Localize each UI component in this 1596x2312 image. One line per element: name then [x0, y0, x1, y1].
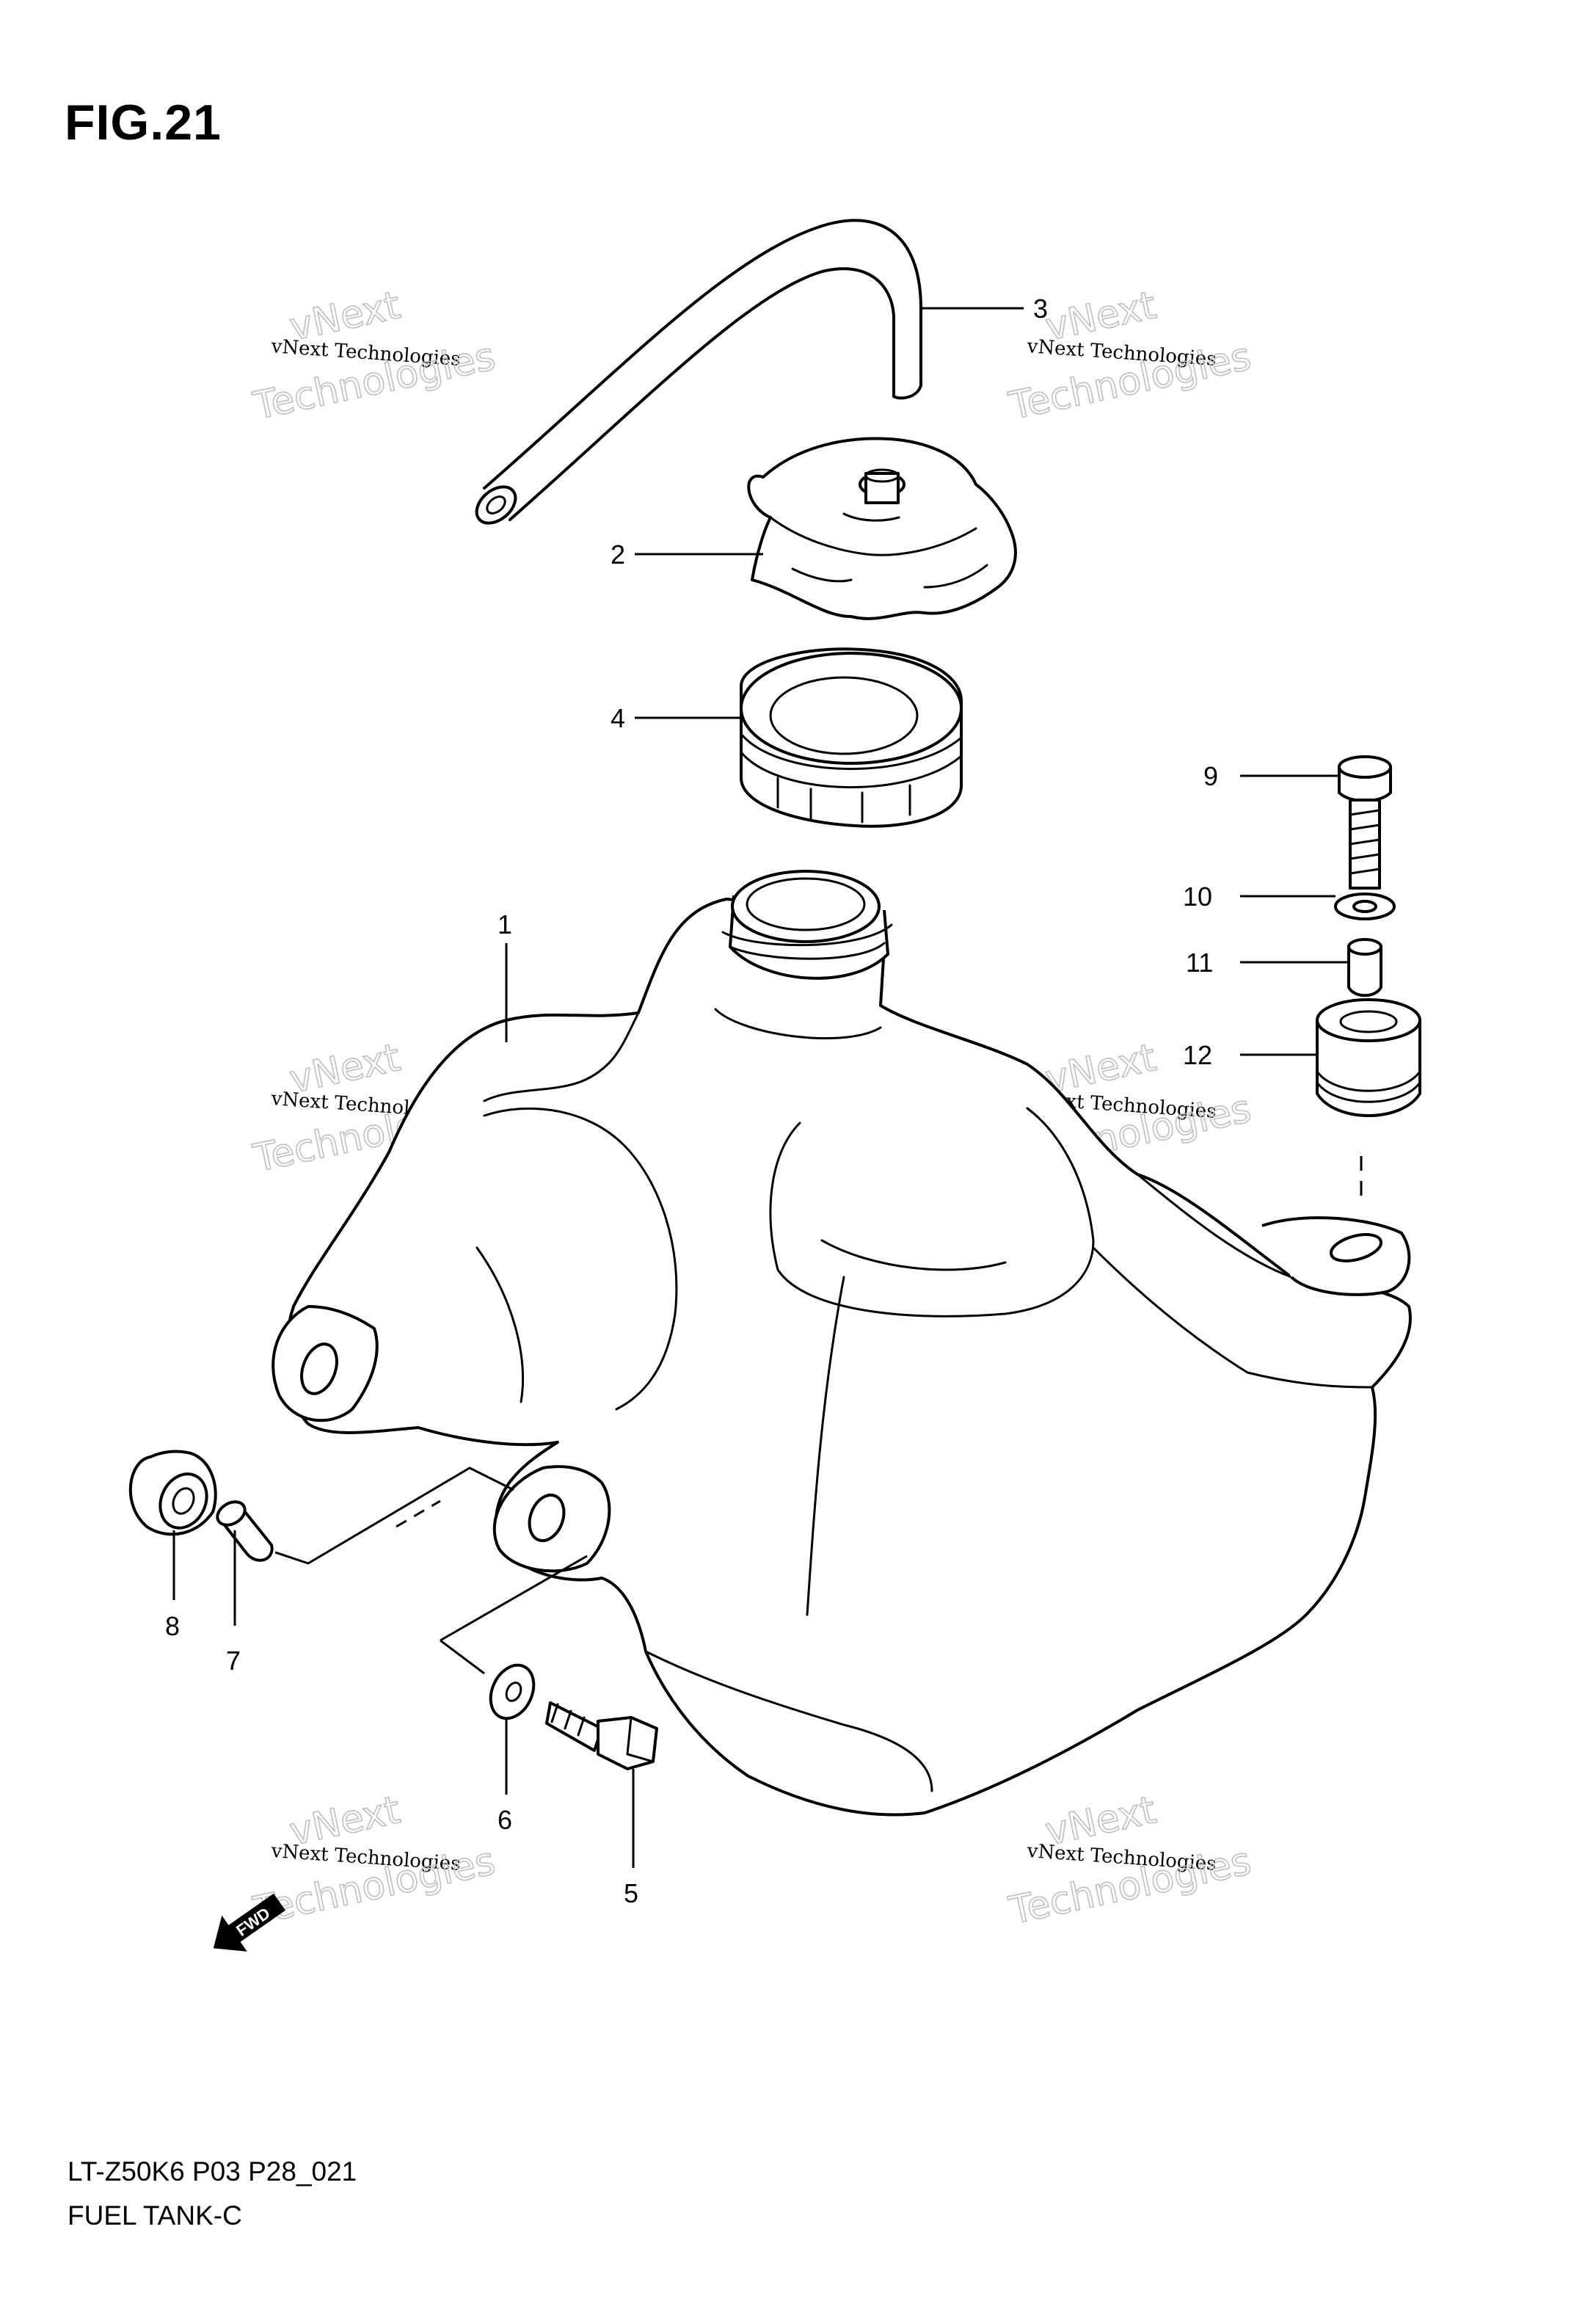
grommet-lower-drawing [128, 1450, 217, 1536]
figure-title: FIG.21 [65, 95, 222, 150]
callouts: 1 2 3 4 5 6 7 8 9 10 11 12 [165, 294, 1349, 1908]
callout-2: 2 [611, 539, 625, 570]
breather-hose-drawing [475, 219, 922, 525]
assembly-line-lower [440, 1555, 588, 1642]
callout-9: 9 [1203, 761, 1218, 791]
fuel-tank-drawing [272, 870, 1412, 1817]
watermark: vNext vNext Technologies Technologies [1005, 1787, 1256, 1934]
watermark: vNext vNext Technologies Technologies [1005, 283, 1256, 429]
collar-upper-drawing [1347, 938, 1382, 997]
assembly-line-lower-left [274, 1466, 514, 1565]
fuel-cap-drawing [747, 437, 1017, 620]
collar-lower-drawing [216, 1500, 274, 1562]
callout-10: 10 [1183, 881, 1212, 912]
callout-7: 7 [226, 1646, 241, 1676]
callout-8: 8 [165, 1611, 180, 1641]
callout-6: 6 [498, 1805, 512, 1835]
callout-4: 4 [611, 703, 625, 733]
model-code: LT-Z50K6 P03 P28_021 [68, 2156, 357, 2186]
callout-3: 3 [1033, 294, 1048, 324]
section-name: FUEL TANK-C [68, 2200, 242, 2231]
callout-12: 12 [1183, 1040, 1212, 1070]
callout-5: 5 [624, 1878, 638, 1908]
filler-ring-drawing [740, 647, 963, 828]
watermark: vNext vNext Technologies Technologies [249, 1787, 500, 1934]
grommet-upper-drawing [1316, 998, 1421, 1117]
bolt-upper-drawing [1338, 755, 1392, 890]
washer-lower-drawing [489, 1663, 536, 1720]
callout-11: 11 [1186, 948, 1213, 978]
assembly-line-lower-left-dash [396, 1499, 441, 1528]
callout-1: 1 [498, 909, 512, 939]
bolt-lower-drawing [545, 1701, 658, 1770]
assembly-line-lower-2 [440, 1639, 485, 1675]
washer-upper-drawing [1334, 893, 1396, 920]
watermark: vNext vNext Technologies Technologies [249, 283, 500, 429]
